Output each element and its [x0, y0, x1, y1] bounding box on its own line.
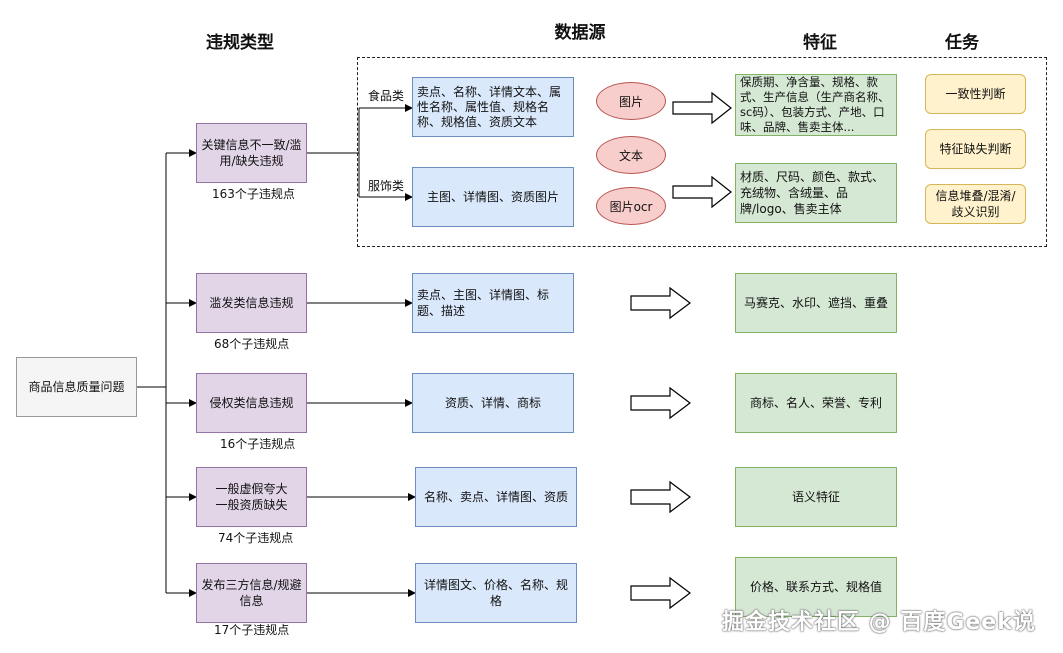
violation-count: 16个子违规点	[220, 437, 296, 451]
watermark: 掘金技术社区 @ 百度Geek说	[722, 610, 1036, 635]
source-food: 卖点、名称、详情文本、属性名称、属性值、规格名称、规格值、资质文本	[412, 77, 574, 137]
block-arrow-2	[672, 175, 732, 209]
header-data-source: 数据源	[554, 23, 606, 43]
feature-food: 保质期、净含量、规格、款式、生产信息（生产商名称、sc码）、包装方式、产地、口味…	[735, 74, 897, 136]
violation-count: 74个子违规点	[218, 531, 294, 545]
task-missing-feature: 特征缺失判断	[925, 129, 1026, 169]
feature-infringement: 商标、名人、荣誉、专利	[735, 373, 897, 433]
feature-apparel: 材质、尺码、颜色、款式、充绒物、含绒量、品牌/logo、售卖主体	[735, 163, 897, 223]
violation-count: 68个子违规点	[214, 337, 290, 351]
block-arrow-1	[672, 91, 732, 125]
violation-count: 17个子违规点	[214, 623, 290, 637]
violation-third-party: 发布三方信息/规避信息	[196, 563, 307, 623]
feature-spam: 马赛克、水印、遮挡、重叠	[735, 273, 897, 333]
root-node: 商品信息质量问题	[16, 357, 137, 417]
block-arrow-6	[630, 576, 691, 610]
block-arrow-4	[630, 386, 691, 420]
source-spam: 卖点、主图、详情图、标题、描述	[412, 273, 574, 333]
header-feature: 特征	[803, 33, 837, 53]
violation-false-claims: 一般虚假夸大 一般资质缺失	[196, 467, 307, 527]
violation-key-info: 关键信息不一致/滥用/缺失违规	[196, 123, 307, 183]
block-arrow-3	[630, 286, 691, 320]
source-false-claims: 名称、卖点、详情图、资质	[415, 467, 577, 527]
source-third-party: 详情图文、价格、名称、规格	[415, 563, 577, 623]
violation-count: 163个子违规点	[212, 187, 295, 201]
modality-text: 文本	[596, 136, 666, 174]
source-apparel: 主图、详情图、资质图片	[412, 167, 574, 227]
food-apparel-group	[357, 57, 1047, 247]
block-arrow-5	[630, 480, 691, 514]
header-task: 任务	[945, 33, 979, 53]
category-food: 食品类	[368, 89, 405, 103]
source-infringement: 资质、详情、商标	[412, 373, 574, 433]
task-consistency: 一致性判断	[925, 74, 1026, 114]
header-violation-type: 违规类型	[206, 33, 274, 53]
feature-false-claims: 语义特征	[735, 467, 897, 527]
violation-spam: 滥发类信息违规	[196, 273, 307, 333]
feature-third-party: 价格、联系方式、规格值	[735, 557, 897, 617]
modality-image-ocr: 图片ocr	[596, 187, 666, 225]
violation-infringement: 侵权类信息违规	[196, 373, 307, 433]
category-apparel: 服饰类	[368, 179, 405, 193]
modality-image: 图片	[596, 82, 666, 120]
task-stacking-confusion: 信息堆叠/混淆/歧义识别	[925, 184, 1026, 224]
